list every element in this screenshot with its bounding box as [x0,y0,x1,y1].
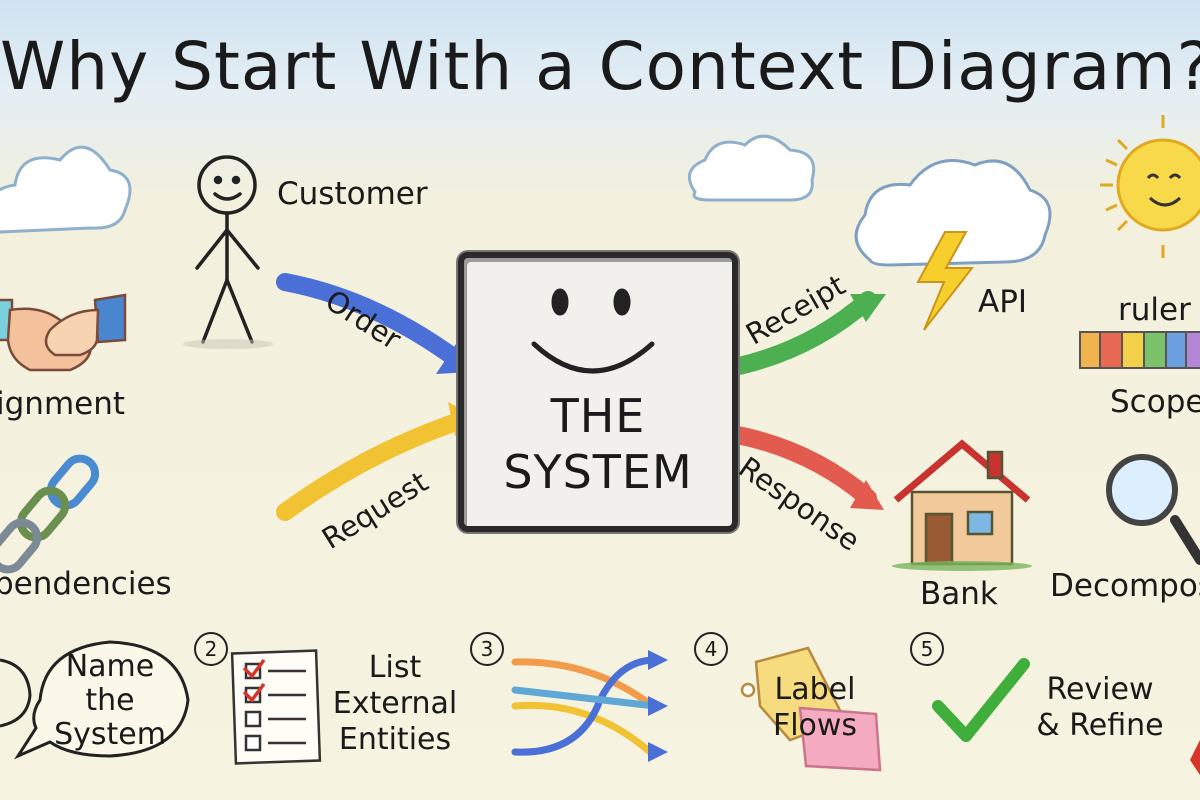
tag-icon [740,646,882,772]
page-title: Why Start With a Context Diagram? [0,28,1200,105]
cloud-left-icon [0,145,132,234]
benefit-ruler: ruler [1118,292,1191,328]
step-5-number: 5 [910,632,944,666]
entity-bank: Bank [920,576,998,612]
magnifier-icon [1106,454,1200,565]
customer-stick-figure-icon [195,155,260,344]
handshake-icon [0,293,127,372]
checkmark-icon [932,658,1030,742]
system-box [458,252,738,532]
step-2-number: 2 [194,632,228,666]
step-1-label: Name the System [54,649,166,752]
sun-icon [1100,115,1200,258]
benefit-decompose: Decompos [1050,568,1200,604]
crossing-arrows-icon [511,656,659,756]
order-arrow [276,273,477,377]
benefit-alignment: ignment [0,386,126,422]
benefit-dependencies: pendencies [0,566,172,602]
cloud-center-icon [687,134,816,202]
speech-bubble-icon [14,640,190,760]
smile-face-icon [531,288,655,374]
step-3-number: 3 [470,632,504,666]
entity-api: API [978,284,1028,320]
system-label: THE SYSTEM [458,388,738,500]
step-4-label: Label Flows [772,672,858,743]
chain-icon [0,454,100,574]
house-icon [893,439,1031,566]
checklist-icon [230,649,322,765]
lightning-icon [916,231,975,331]
step-4-number: 4 [694,632,728,666]
system-label-line1: THE [550,389,646,443]
benefit-scope: Scope [1110,384,1200,420]
step-5-label: Review & Refine [1036,672,1164,743]
system-label-line2: SYSTEM [503,445,693,499]
ruler-icon [1079,331,1200,369]
request-arrow [276,409,477,521]
entity-customer: Customer [277,176,428,212]
step-2-label: List External Entities [332,650,458,757]
api-cloud-icon [854,159,1052,267]
